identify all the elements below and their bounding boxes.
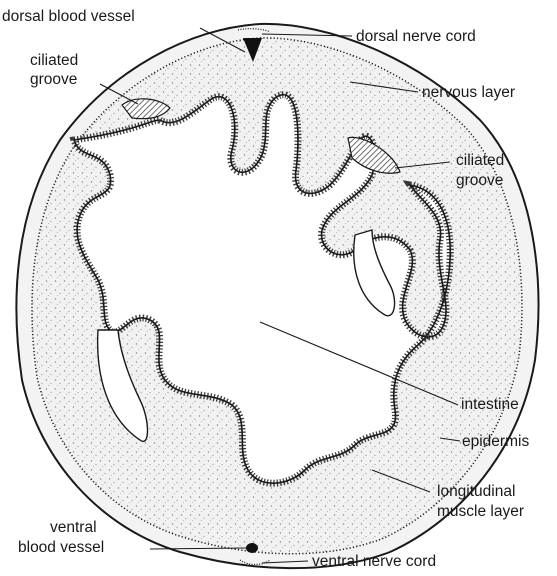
label-ventral-nerve-cord: ventral nerve cord (312, 553, 436, 570)
label-intestine: intestine (461, 396, 519, 413)
label-ventral-blood-vessel-1: ventral (50, 519, 97, 536)
label-dorsal-blood-vessel: dorsal blood vessel (2, 8, 135, 25)
label-ciliated-groove-left-2: groove (30, 71, 77, 88)
ventral-blood-vessel (246, 543, 258, 553)
label-longitudinal-muscle-layer-1: longitudinal (437, 483, 515, 500)
label-ventral-blood-vessel-2: blood vessel (18, 539, 104, 556)
label-ciliated-groove-left-1: ciliated (30, 52, 78, 69)
label-nervous-layer: nervous layer (422, 84, 515, 101)
label-ciliated-groove-right-1: ciliated (456, 152, 504, 169)
label-longitudinal-muscle-layer-2: muscle layer (437, 503, 524, 520)
label-ciliated-groove-right-2: groove (456, 172, 503, 189)
label-epidermis: epidermis (462, 433, 529, 450)
label-dorsal-nerve-cord: dorsal nerve cord (356, 28, 476, 45)
